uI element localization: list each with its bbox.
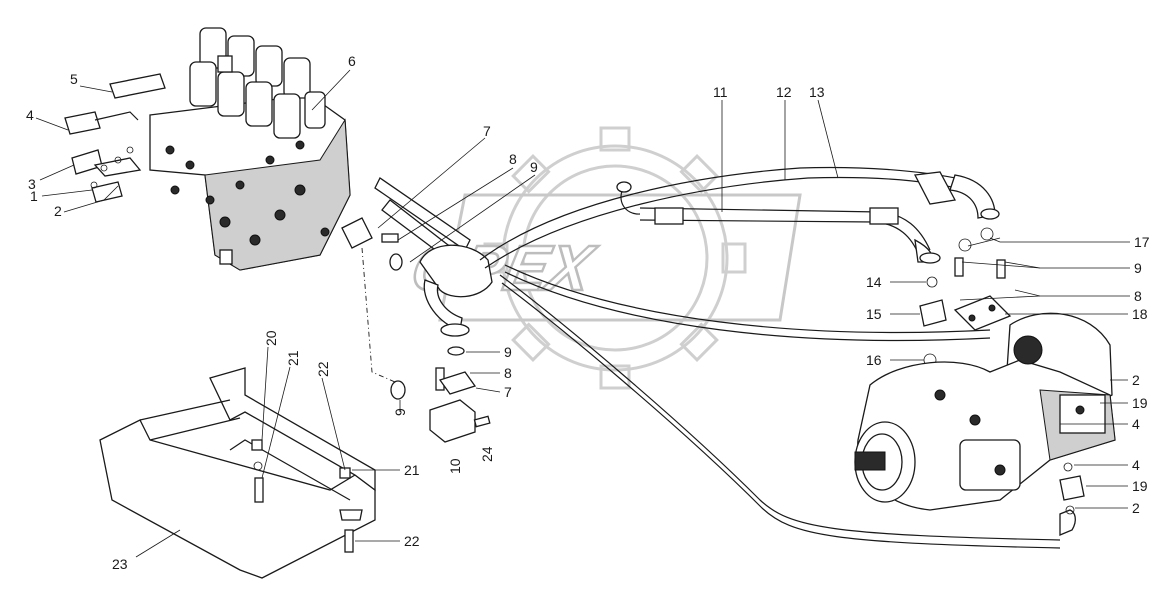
leader-lines [35, 69, 1130, 558]
watermark-gear [483, 126, 747, 390]
callout-23: 23 [112, 556, 128, 572]
callout-7a: 7 [483, 123, 491, 139]
callout-17: 17 [1134, 234, 1150, 250]
mounting-frame [99, 367, 376, 579]
callout-16: 16 [866, 352, 882, 368]
callout-12: 12 [776, 84, 792, 100]
callout-19b: 19 [1132, 478, 1148, 494]
center-flange-assembly [341, 177, 493, 337]
callout-3: 3 [28, 176, 36, 192]
callout-2b: 2 [1132, 372, 1140, 388]
small-block-assembly [361, 247, 491, 443]
fitting-part-1 [91, 181, 123, 203]
elbow-part-4 [64, 111, 101, 135]
callout-7b: 7 [504, 384, 512, 400]
callout-9a: 9 [530, 159, 538, 175]
callout-19a: 19 [1132, 395, 1148, 411]
callout-13: 13 [809, 84, 825, 100]
callout-8a: 8 [509, 151, 517, 167]
oring-part-14 [926, 276, 938, 288]
hydraulic-pump [854, 312, 1116, 511]
callout-8c: 8 [504, 365, 512, 381]
callout-24: 24 [479, 446, 495, 462]
callout-18: 18 [1132, 306, 1148, 322]
callout-1: 1 [30, 188, 38, 204]
callout-14: 14 [866, 274, 882, 290]
callout-22a: 22 [315, 361, 331, 377]
callout-9b: 9 [1134, 260, 1142, 276]
oring-part-17a [958, 238, 972, 252]
pipe-assemblies [479, 166, 1076, 549]
callout-9c: 9 [504, 344, 512, 360]
control-valve-assembly [149, 27, 351, 271]
flange-part-7 [341, 217, 373, 249]
callout-21a: 21 [285, 350, 301, 366]
callout-20: 20 [263, 330, 279, 346]
hose-part-5 [109, 73, 166, 99]
callout-15: 15 [866, 306, 882, 322]
flange-part-18 [953, 295, 1012, 331]
callout-labels: 1 2 3 4 5 6 7 8 9 11 12 13 17 9 8 18 14 … [26, 53, 1150, 572]
callout-10: 10 [447, 458, 463, 474]
callout-4b: 4 [1132, 416, 1140, 432]
adapter-part-15 [919, 299, 947, 327]
callout-9d: 9 [392, 408, 408, 416]
left-fittings [64, 73, 166, 203]
valve-ports [165, 140, 330, 246]
callout-5: 5 [70, 71, 78, 87]
bolt-part-8 [381, 233, 399, 243]
callout-6: 6 [348, 53, 356, 69]
callout-2: 2 [54, 203, 62, 219]
valve-solenoid-stack [189, 27, 326, 139]
callout-8b: 8 [1134, 288, 1142, 304]
oring-part-9 [389, 253, 403, 271]
bolt-part-24 [473, 415, 491, 428]
right-fittings [919, 227, 1085, 515]
pipe-clamp-11 [654, 207, 684, 225]
callout-11: 11 [713, 84, 728, 100]
callout-4c: 4 [1132, 457, 1140, 473]
callout-2c: 2 [1132, 500, 1140, 516]
adapter-part-3 [71, 149, 103, 175]
block-part-10 [429, 399, 476, 443]
callout-22b: 22 [404, 533, 420, 549]
callout-21b: 21 [404, 462, 420, 478]
callout-4: 4 [26, 107, 34, 123]
